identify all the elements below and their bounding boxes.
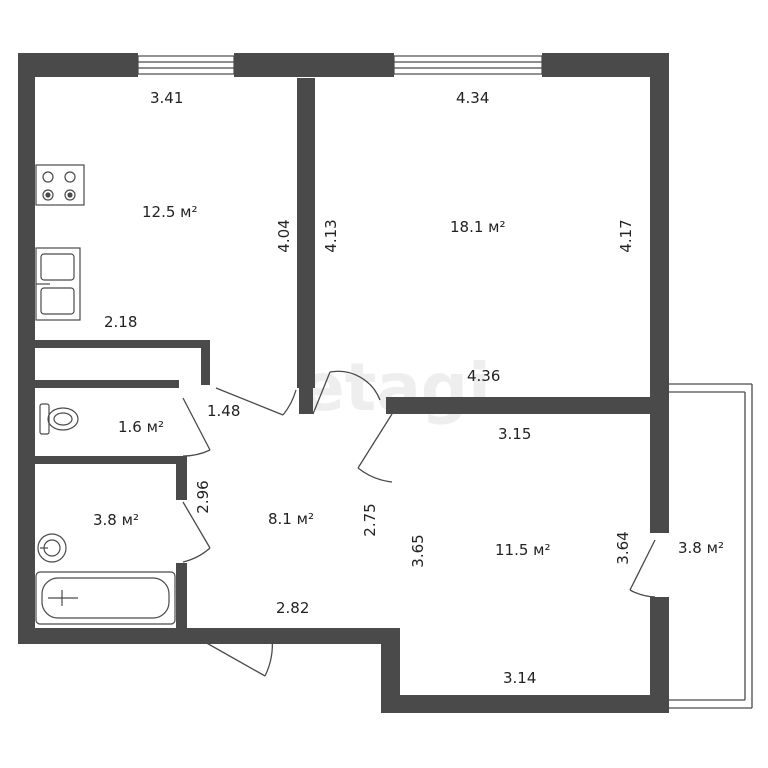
door-entrance	[195, 636, 274, 677]
room-small-left-dimension: 3.65	[409, 534, 427, 567]
room-large-area: 18.1 м²	[450, 218, 506, 236]
hall-area: 8.1 м²	[268, 510, 314, 528]
bathroom-area: 3.8 м²	[93, 511, 139, 529]
room-large-left-dimension: 4.13	[322, 219, 340, 252]
room-large-top-dimension: 4.34	[456, 89, 489, 107]
kitchen-sink-icon	[35, 247, 81, 321]
door-bathroom	[182, 501, 211, 563]
room-large-right-dimension: 4.17	[617, 219, 635, 252]
room-small-area: 11.5 м²	[495, 541, 551, 559]
kitchen-top-dimension: 3.41	[150, 89, 183, 107]
toilet-area: 1.6 м²	[118, 418, 164, 436]
room-small-bottom-dimension: 3.14	[503, 669, 536, 687]
door-toilet	[182, 397, 211, 457]
balcony-outline	[669, 383, 753, 709]
stove-icon	[35, 164, 85, 206]
washbasin-icon	[37, 533, 67, 563]
room-small-right-dimension: 3.64	[614, 531, 632, 564]
kitchen-bottom-dimension: 2.18	[104, 313, 137, 331]
toilet-icon	[39, 403, 79, 435]
window-kitchen	[137, 55, 235, 75]
room-large-bottom-dimension: 4.36	[467, 367, 500, 385]
interior-walls	[35, 78, 650, 631]
bathtub-icon	[35, 571, 176, 625]
door-room-large	[312, 370, 381, 415]
exterior-walls	[18, 53, 669, 713]
hall-right-dimension: 2.75	[361, 503, 379, 536]
watermark: etagi	[300, 349, 491, 426]
room-small-top-dimension: 3.15	[498, 425, 531, 443]
hall-bottom-dimension: 2.82	[276, 599, 309, 617]
kitchen-area: 12.5 м²	[142, 203, 198, 221]
door-room-small	[357, 413, 393, 483]
balcony-area: 3.8 м²	[678, 539, 724, 557]
toilet-width-dimension: 1.48	[207, 402, 240, 420]
door-balcony	[629, 539, 656, 598]
door-kitchen-hall	[215, 387, 297, 416]
bathroom-right-dimension: 2.96	[194, 480, 212, 513]
window-room-large	[393, 55, 543, 75]
kitchen-right-dimension: 4.04	[275, 219, 293, 252]
